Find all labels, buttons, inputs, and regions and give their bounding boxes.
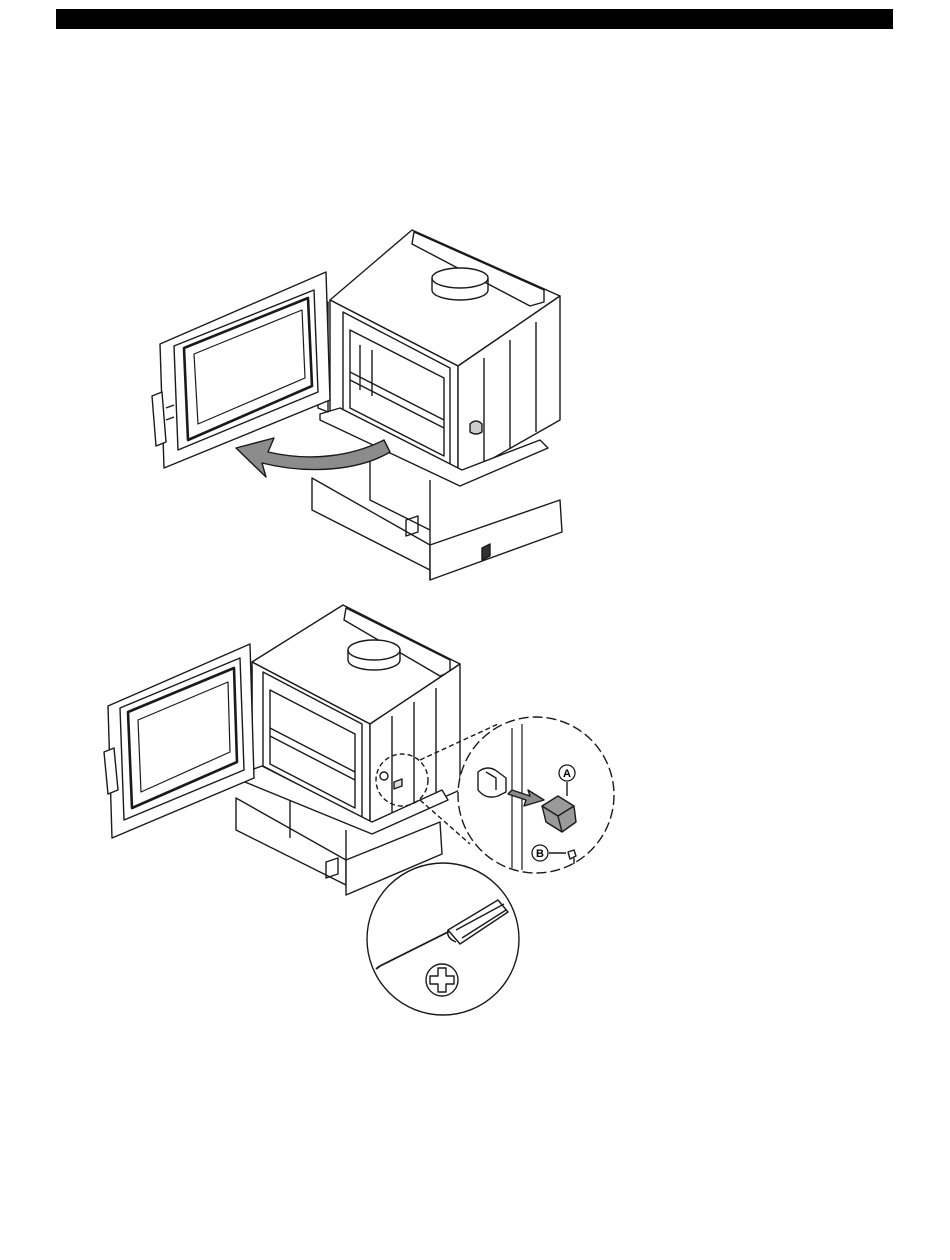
callout-b: B [532, 845, 548, 861]
stove-door-open-figure [152, 230, 562, 580]
callout-a: A [559, 765, 575, 781]
callout-b-label: B [536, 848, 544, 860]
stove-knob-removal-figure [104, 605, 614, 1015]
callout-a-label: A [563, 768, 571, 780]
